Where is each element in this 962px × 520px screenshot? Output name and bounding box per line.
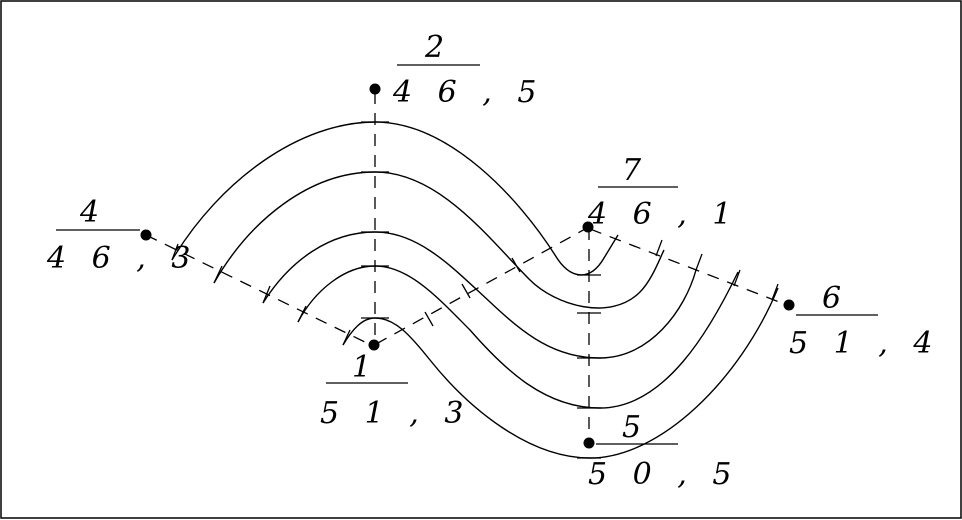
tick: [262, 285, 271, 304]
contour-line-5: [342, 287, 779, 459]
tick: [511, 257, 521, 273]
point-4-marker: [140, 229, 152, 241]
point-1-id: 1: [352, 350, 372, 385]
dashed-line-4-1: [145, 234, 374, 347]
tick: [171, 243, 179, 261]
point-5-id: 5: [622, 410, 642, 445]
point-7-marker: [582, 221, 594, 233]
dashed-line-7-6: [589, 228, 788, 306]
point-6-marker: [783, 299, 795, 311]
point-2-id: 2: [424, 30, 445, 65]
point-1-marker: [368, 339, 380, 351]
tick: [655, 239, 663, 257]
tick: [213, 265, 223, 284]
point-7-id: 7: [622, 153, 642, 188]
contour-line-4: [297, 265, 739, 409]
point-5-value: 5 0 , 5: [588, 457, 739, 492]
point-5-marker: [583, 437, 595, 449]
point-4-id: 4: [79, 195, 100, 230]
contour-line-1: [171, 121, 619, 276]
point-6-id: 6: [822, 281, 842, 316]
point-2-marker: [369, 83, 381, 95]
contour-line-3: [262, 231, 697, 359]
tick: [424, 311, 434, 327]
tick: [733, 269, 741, 287]
point-2-value: 4 6 , 5: [392, 75, 544, 110]
contour-line-2: [213, 171, 665, 309]
tick: [297, 305, 307, 323]
point-4-value: 4 6 , 3: [46, 241, 198, 276]
tick: [461, 283, 471, 299]
tick: [771, 283, 779, 301]
tick: [695, 253, 703, 271]
point-1-value: 5 1 , 3: [320, 396, 471, 431]
dashed-line-1-7: [375, 227, 588, 345]
point-7-value: 4 6 , 1: [587, 197, 739, 232]
point-6-value: 5 1 , 4: [789, 326, 940, 361]
tick: [342, 329, 351, 346]
